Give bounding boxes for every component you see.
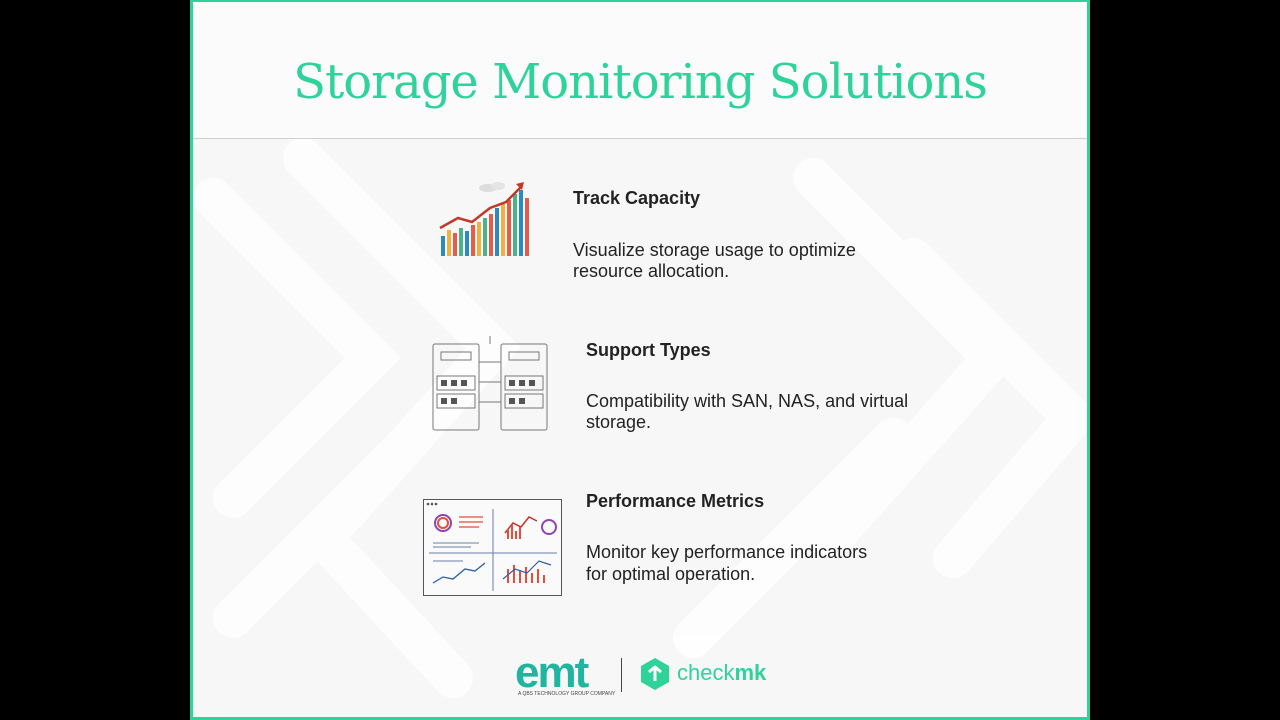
bar-chart-growth-icon [439,182,529,256]
item-desc-performance-metrics: Monitor key performance indicators for o… [586,542,868,584]
slide-title: Storage Monitoring Solutions [293,54,988,110]
slide: Storage Monitoring Solutions [190,0,1090,720]
checkmk-wordmark-suffix: mk [734,660,767,685]
emt-logo: emt [515,648,589,697]
item-desc-support-types: Compatibility with SAN, NAS, and virtual… [586,391,909,432]
checkmk-wordmark: checkmk [677,660,766,686]
title-band: Storage Monitoring Solutions [193,2,1087,139]
item-title-track-capacity: Track Capacity [573,188,701,208]
dashboard-metrics-icon [423,499,562,596]
checkmk-wordmark-prefix: check [677,660,735,685]
logo-divider [621,658,622,692]
storage-architecture-diagram-icon [432,336,548,431]
checkmk-logo-icon [641,658,669,690]
item-title-performance-metrics: Performance Metrics [586,491,765,511]
background-decoration [193,138,1087,698]
item-desc-track-capacity: Visualize storage usage to optimize reso… [573,240,856,281]
emt-logo-subtitle: A QBS TECHNOLOGY GROUP COMPANY [518,691,616,697]
item-title-support-types: Support Types [586,340,711,360]
